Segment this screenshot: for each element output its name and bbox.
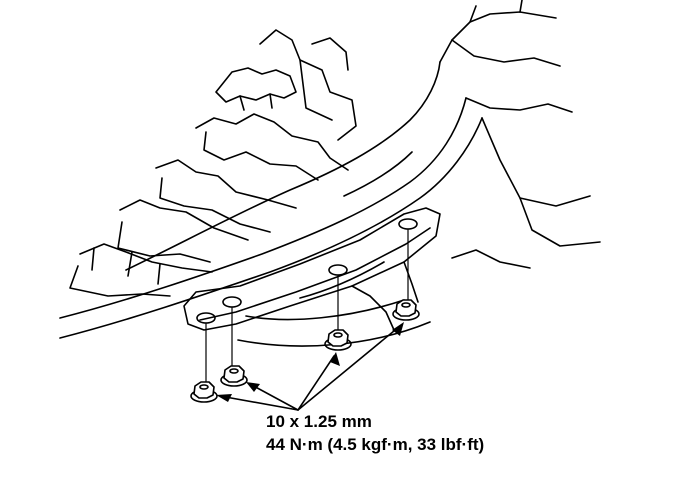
arrowhead — [216, 394, 232, 402]
flange-nuts — [190, 299, 420, 403]
arrowhead — [392, 322, 404, 336]
bolt-hole — [222, 296, 242, 308]
leader-line — [297, 355, 335, 411]
flange-nut — [220, 365, 248, 387]
leader-line — [219, 395, 299, 411]
engine-outline — [59, 0, 601, 347]
crossmember-plate — [183, 207, 441, 331]
leader-arrows — [216, 322, 404, 411]
bolt-size-text: 10 x 1.25 mm — [266, 412, 372, 431]
flange-nut — [392, 299, 420, 321]
torque-value-text: 44 N·m (4.5 kgf·m, 33 lbf·ft) — [266, 435, 485, 454]
arrowhead — [330, 352, 340, 366]
bolt-hole — [328, 264, 348, 276]
flange-nut — [324, 329, 352, 351]
arrowhead — [246, 382, 260, 392]
bolt-hole — [398, 218, 418, 230]
leader-line — [297, 325, 401, 411]
alignment-lines — [205, 228, 409, 385]
torque-spec-label: 10 x 1.25 mm 44 N·m (4.5 kgf·m, 33 lbf·f… — [266, 410, 484, 456]
leader-line — [249, 383, 299, 411]
flange-nut — [190, 381, 218, 403]
